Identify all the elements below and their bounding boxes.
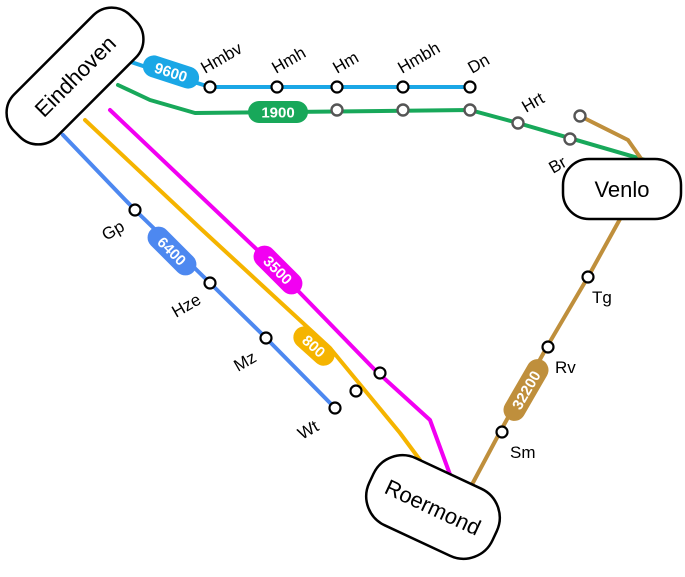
- station-dn-label: Dn: [465, 50, 493, 77]
- station-mz[interactable]: [259, 331, 273, 345]
- station-hmbh-label: Hmbh: [395, 38, 444, 77]
- route-800-badge: 800: [293, 326, 335, 366]
- station-hmh-label: Hmh: [269, 43, 310, 77]
- city-roermond[interactable]: Roermond: [356, 445, 511, 570]
- route-9600-badge: 9600: [142, 55, 200, 89]
- station-sm-label: Sm: [510, 443, 536, 462]
- station-hm-label: Hm: [330, 48, 362, 78]
- station-gp[interactable]: [128, 203, 142, 217]
- station-wt-label: Wt: [295, 416, 323, 443]
- station-wt[interactable]: [328, 401, 342, 415]
- station-tg[interactable]: [581, 270, 595, 284]
- route-3500-line: [108, 108, 454, 482]
- station-tg-label: Tg: [592, 288, 612, 307]
- station-hmbv-label: Hmbv: [198, 39, 246, 78]
- station-hze-label: Hze: [169, 290, 205, 322]
- station-hmh[interactable]: [270, 80, 284, 94]
- station-dn[interactable]: [463, 80, 477, 94]
- station-3500-stop[interactable]: [373, 366, 387, 380]
- station-rv-label: Rv: [555, 358, 576, 377]
- station-hmbh[interactable]: [396, 80, 410, 94]
- station-800-stop[interactable]: [349, 384, 363, 398]
- station-1900-stop-1[interactable]: [330, 103, 344, 117]
- route-800-line: [83, 118, 422, 462]
- route-1900-badge: 1900: [248, 101, 308, 123]
- station-1900-stop-2[interactable]: [396, 103, 410, 117]
- station-sm[interactable]: [495, 425, 509, 439]
- station-br[interactable]: [563, 132, 577, 146]
- station-hze[interactable]: [203, 276, 217, 290]
- station-hrt-label: Hrt: [519, 89, 548, 117]
- station-1900-stop-3[interactable]: [463, 103, 477, 117]
- route-32200-badge: 32200: [503, 359, 549, 421]
- station-rv[interactable]: [541, 340, 555, 354]
- station-32200-spur-stop[interactable]: [573, 109, 587, 123]
- station-hm[interactable]: [330, 80, 344, 94]
- city-venlo-label: Venlo: [594, 177, 649, 202]
- station-gp-label: Gp: [99, 217, 128, 245]
- station-hrt[interactable]: [511, 116, 525, 130]
- svg-text:1900: 1900: [261, 105, 294, 122]
- station-hmbv[interactable]: [203, 80, 217, 94]
- city-venlo[interactable]: Venlo: [561, 157, 683, 221]
- route-32200-venlo-spur: [578, 114, 644, 162]
- route-1900-line: [116, 83, 647, 162]
- route-6400-badge: 6400: [147, 226, 197, 276]
- station-mz-label: Mz: [231, 348, 260, 376]
